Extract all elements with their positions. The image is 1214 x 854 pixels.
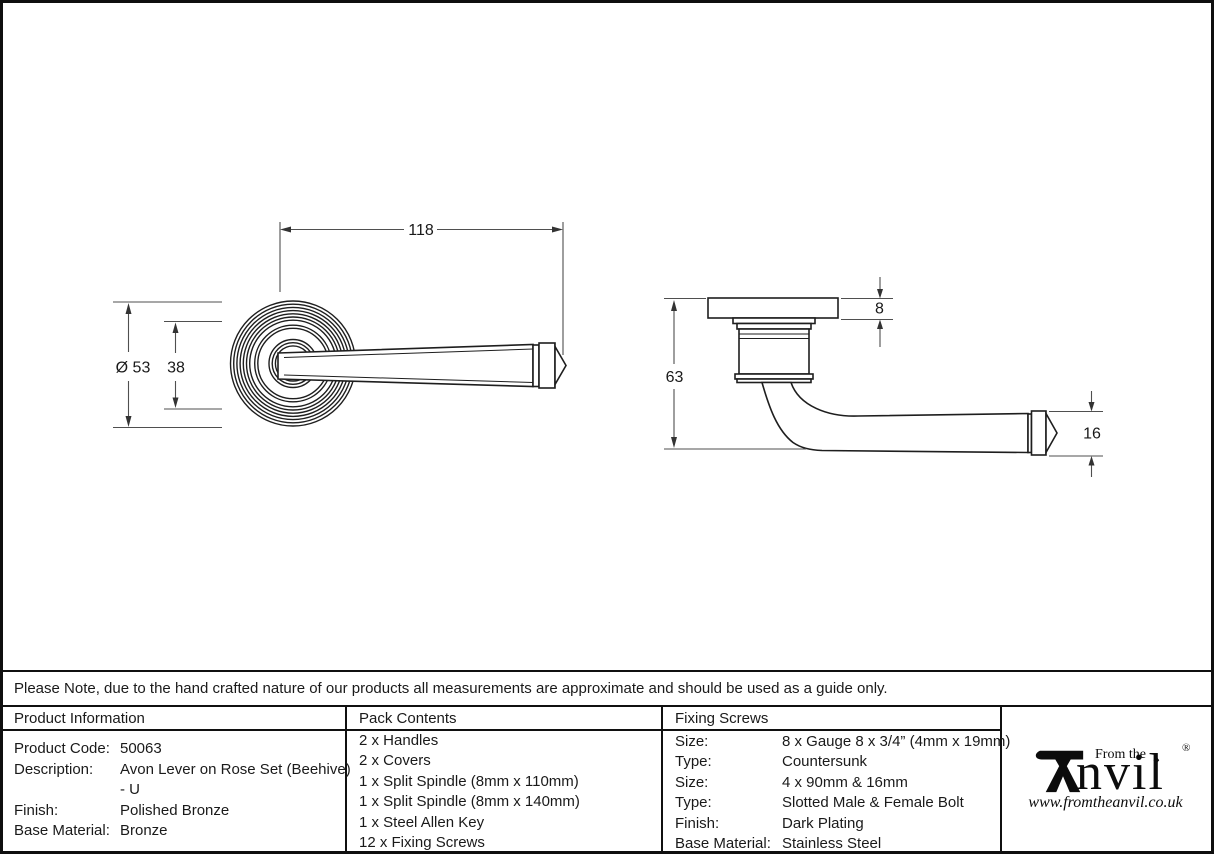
dimension-118: 118	[279, 222, 564, 355]
dim-inner-label: 38	[167, 360, 185, 377]
row-value: Countersunk	[782, 753, 868, 770]
dimension-16: 16	[1049, 391, 1103, 477]
row-value: Slotted Male & Female Bolt	[782, 794, 964, 811]
row-value: 8 x Gauge 8 x 3/4” (4mm x 19mm)	[782, 733, 1011, 750]
row-value: 50063	[120, 740, 162, 757]
frame-border-right	[1211, 0, 1214, 854]
dim-rose-depth-label: 8	[875, 301, 884, 318]
registered-mark: ®	[1182, 742, 1191, 754]
row-label: Finish:	[14, 802, 59, 819]
pack-item: 1 x Steel Allen Key	[359, 814, 485, 831]
row-label: Description:	[14, 761, 94, 778]
table-divider-3	[1000, 707, 1002, 854]
pack-item: 1 x Split Spindle (8mm x 140mm)	[359, 793, 580, 810]
row-value: - U	[120, 781, 140, 798]
rose-profile	[707, 297, 839, 384]
anvil-icon	[1035, 750, 1084, 793]
dim-width-label: 118	[408, 222, 434, 239]
pack-contents-header: Pack Contents	[359, 710, 457, 727]
row-label: Size:	[675, 774, 709, 791]
row-label: Size:	[675, 733, 709, 750]
note-text: Please Note, due to the hand crafted nat…	[14, 680, 888, 697]
lever-bar-front	[277, 342, 567, 389]
table-header-separator	[0, 729, 1000, 731]
note-bar-bottom-border	[0, 705, 1214, 707]
row-value: 4 x 90mm & 16mm	[782, 774, 908, 791]
pack-item: 2 x Handles	[359, 732, 439, 749]
dimension-63: 63	[664, 297, 806, 450]
frame-border-left	[0, 0, 3, 854]
frame-border-top	[0, 0, 1214, 3]
row-value: Bronze	[120, 822, 168, 839]
row-value: Avon Lever on Rose Set (Beehive)	[120, 761, 351, 778]
row-value: Dark Plating	[782, 815, 864, 832]
row-label: Type:	[675, 794, 712, 811]
pack-item: 1 x Split Spindle (8mm x 110mm)	[359, 773, 579, 790]
lever-arm-profile	[760, 381, 1058, 456]
logo-url: www.fromtheanvil.co.uk	[1028, 794, 1183, 811]
row-label: Base Material:	[675, 835, 771, 852]
dimension-38: 38	[164, 320, 222, 410]
table-divider-2	[661, 707, 663, 854]
row-label: Finish:	[675, 815, 720, 832]
pack-item: 12 x Fixing Screws	[359, 834, 485, 851]
dimension-8: 8	[841, 277, 893, 347]
brand-logo: From the nvil ♦ ® www.fromtheanvil.co.uk	[1000, 707, 1211, 854]
logo-tagline: From the	[1095, 747, 1146, 762]
note-bar-top-border	[0, 670, 1214, 672]
table-divider-1	[345, 707, 347, 854]
fixing-screws-header: Fixing Screws	[675, 710, 769, 727]
front-view-lever-rose: 118 Ø 53 38	[113, 222, 567, 429]
row-label: Base Material:	[14, 822, 110, 839]
dimension-diameter-53: Ø 53	[113, 301, 222, 429]
diamond-icon: ♦	[1153, 752, 1160, 767]
frame-border-bottom	[0, 851, 1214, 854]
row-label: Type:	[675, 753, 712, 770]
pack-item: 2 x Covers	[359, 752, 431, 769]
side-view-lever: 63 8 16	[664, 277, 1103, 477]
logo-brand-text: nvil	[1076, 744, 1165, 801]
product-information-header: Product Information	[14, 710, 145, 727]
row-value: Stainless Steel	[782, 835, 882, 852]
row-label: Product Code:	[14, 740, 110, 757]
dim-lever-thickness-label: 16	[1083, 426, 1101, 443]
row-value: Polished Bronze	[120, 802, 230, 819]
dim-height-label: 63	[666, 369, 684, 386]
dim-diameter-label: Ø 53	[116, 360, 151, 377]
technical-drawing: 118 Ø 53 38	[113, 222, 1103, 477]
